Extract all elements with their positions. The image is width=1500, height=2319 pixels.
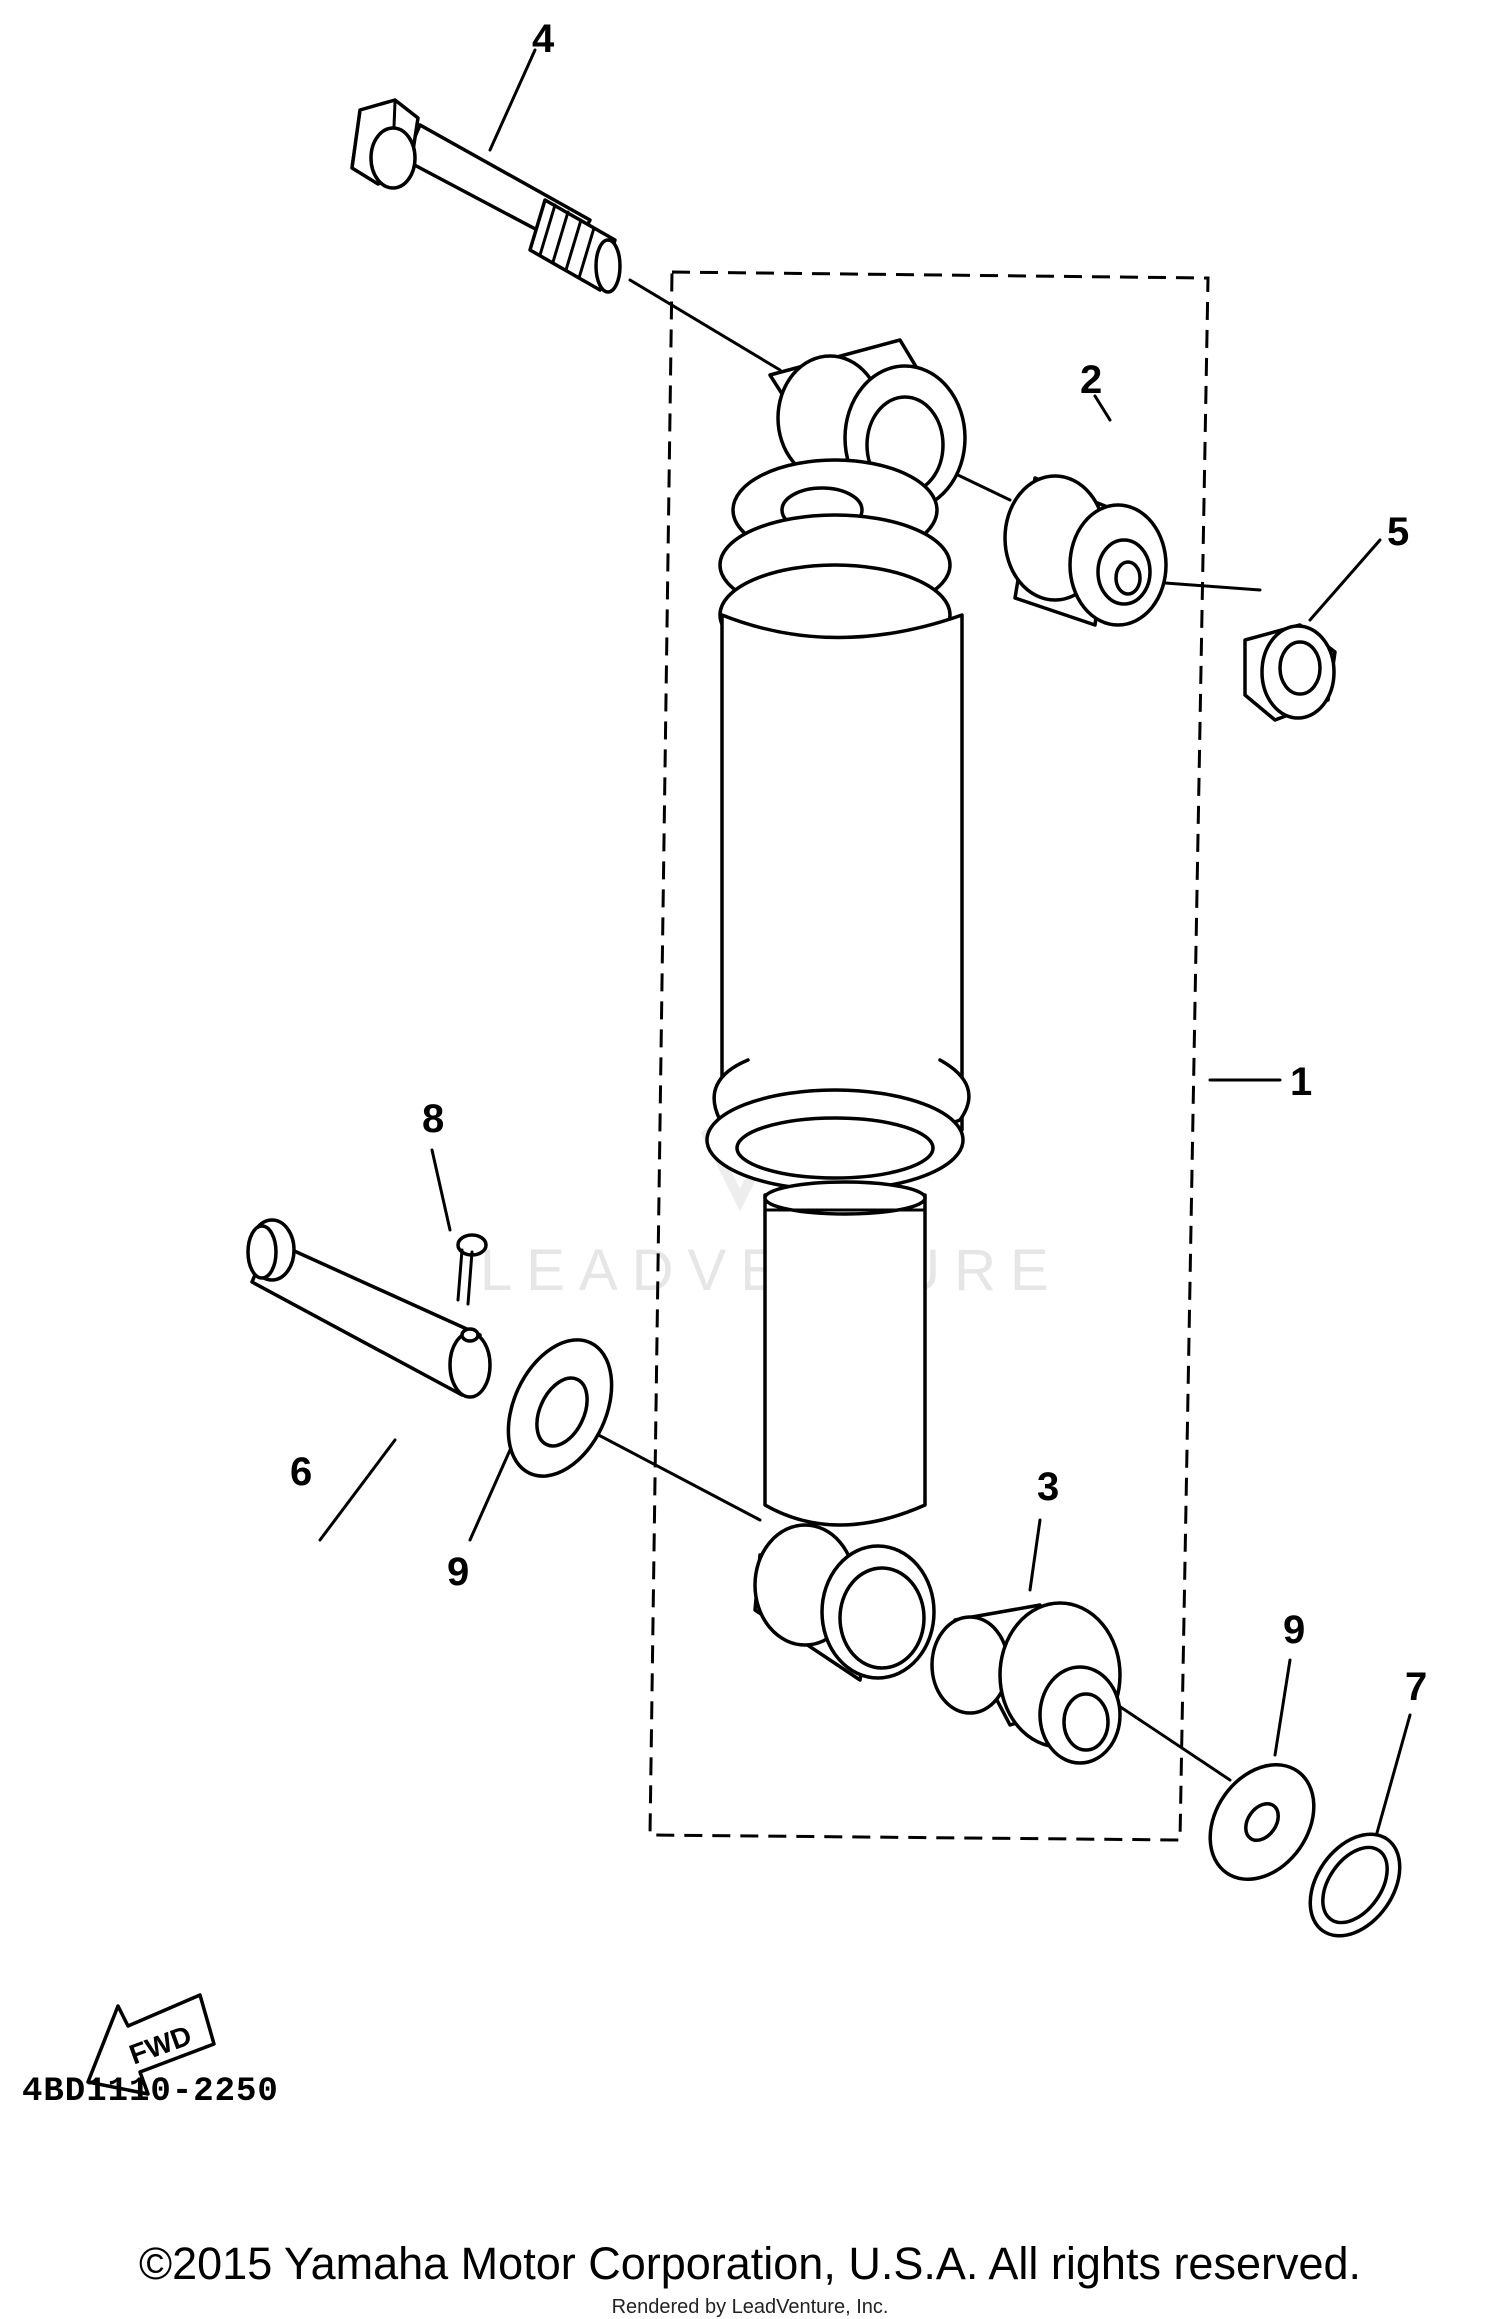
callout-9-right: 9: [1283, 1608, 1305, 1652]
part-4-bolt: [350, 98, 622, 294]
callout-5: 5: [1387, 510, 1409, 554]
callout-labels: 4 2 5 1 8 6 9 3 9 7: [290, 17, 1427, 1709]
part-8-cotter-pin: [456, 1233, 488, 1306]
callout-9-left: 9: [447, 1550, 469, 1594]
fwd-arrow: FWD: [86, 1993, 216, 2096]
callout-8: 8: [422, 1097, 444, 1141]
part-5-nut: [1243, 623, 1337, 722]
part-3-collar: [930, 1601, 1122, 1765]
part-2-collar: [1003, 474, 1168, 627]
part-9-washer-right: [1208, 1763, 1316, 1881]
callout-1: 1: [1290, 1060, 1312, 1104]
callout-7: 7: [1405, 1665, 1427, 1709]
part-9-washer-left: [506, 1338, 614, 1478]
assembly-boundary: [648, 270, 1210, 1842]
diagram-code: 4BD1110-2250: [22, 2073, 279, 2111]
part-7-washer: [1308, 1832, 1402, 1938]
callout-2: 2: [1080, 358, 1102, 402]
callout-4: 4: [532, 17, 555, 61]
callout-6: 6: [290, 1450, 312, 1494]
rendered-by-notice: Rendered by LeadVenture, Inc.: [611, 2296, 889, 2318]
part-1-shock-absorber: [705, 338, 971, 1682]
callout-3: 3: [1037, 1465, 1059, 1509]
copyright-notice: ©2015 Yamaha Motor Corporation, U.S.A. A…: [138, 2238, 1362, 2289]
part-6-pin: [246, 1218, 492, 1399]
leader-lines: [318, 48, 1412, 1842]
